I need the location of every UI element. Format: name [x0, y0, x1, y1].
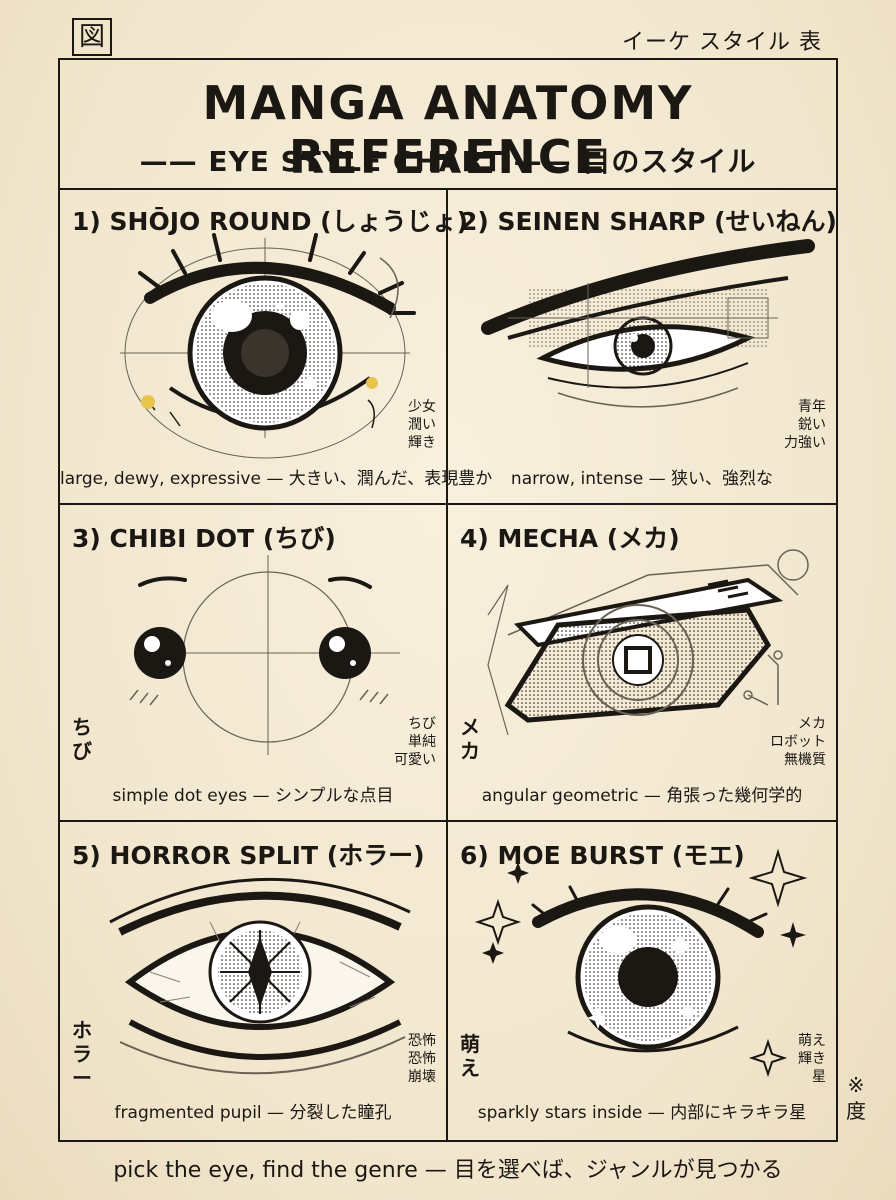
seinen-eye-illustration — [481, 239, 815, 408]
side-note: ちび — [408, 716, 436, 732]
cell-shojo: 1) SHŌJO ROUND (しょうじょ) 少女 潤い 輝き large, d… — [60, 188, 493, 505]
page-subtitle: —— EYE STYLE CHART —— 目のスタイル — [139, 145, 757, 178]
side-char: メ — [460, 715, 480, 739]
cell-title-horror: 5) HORROR SPLIT (ホラー) — [72, 841, 425, 870]
footer-tagline: pick the eye, find the genre — 目を選べば、ジャン… — [113, 1158, 783, 1183]
side-note: 鋭い — [798, 417, 826, 433]
cell-title-chibi: 3) CHIBI DOT (ちび) — [72, 524, 336, 553]
side-notes-mecha: メカ ロボット 無機質 — [770, 715, 826, 769]
side-note: 恐怖 — [408, 1051, 436, 1067]
side-char: え — [460, 1056, 480, 1080]
moe-eye-illustration — [474, 848, 808, 1078]
side-note: 星 — [812, 1069, 826, 1085]
cell-title-mecha: 4) MECHA (メカ) — [460, 524, 680, 553]
caption-horror: fragmented pupil — 分裂した瞳孔 — [114, 1103, 392, 1123]
horror-eye-illustration — [109, 877, 411, 1075]
side-note: メカ — [798, 716, 826, 732]
cell-seinen: 2) SEINEN SHARP (せいねん) 青年 鋭い 力強い narrow,… — [448, 188, 837, 505]
caption-moe: sparkly stars inside — 内部にキラキラ星 — [477, 1103, 807, 1123]
side-notes-seinen: 青年 鋭い 力強い — [784, 398, 826, 452]
side-note: 可愛い — [394, 752, 436, 768]
caption-shojo: large, dewy, expressive — 大きい、潤んだ、表現豊か — [60, 469, 493, 489]
side-note: 無機質 — [784, 752, 826, 768]
chart-frame: MANGA ANATOMY REFERENCE —— EYE STYLE CHA… — [58, 58, 838, 1142]
side-char: 萌 — [460, 1032, 480, 1056]
side-note: 恐怖 — [408, 1033, 436, 1049]
side-note: 力強い — [784, 435, 826, 451]
side-char: ー — [72, 1066, 92, 1090]
cell-chibi: 3) CHIBI DOT (ちび) ち び ちび 単純 可愛い simple d… — [60, 505, 448, 822]
side-label-chibi: ち び — [70, 715, 94, 763]
caption-mecha: angular geometric — 角張った幾何学的 — [481, 786, 803, 806]
side-note: 青年 — [798, 399, 826, 415]
header: MANGA ANATOMY REFERENCE —— EYE STYLE CHA… — [60, 60, 836, 190]
side-note: 崩壊 — [408, 1069, 436, 1085]
side-note: 少女 — [408, 399, 436, 415]
side-note: 単純 — [408, 734, 436, 750]
side-label-horror: ホ ラ ー — [70, 1018, 94, 1090]
mecha-eye-illustration — [487, 549, 809, 736]
side-note: 萌え — [798, 1033, 826, 1049]
side-char: ち — [72, 715, 92, 739]
cell-horror: 5) HORROR SPLIT (ホラー) ホ ラ ー 恐怖 恐怖 崩壊 fra… — [60, 822, 448, 1140]
caption-seinen: narrow, intense — 狭い、強烈な — [510, 469, 774, 489]
side-notes-moe: 萌え 輝き 星 — [798, 1032, 826, 1086]
side-char: カ — [460, 739, 480, 763]
side-note: 輝き — [798, 1051, 826, 1067]
side-note: 潤い — [408, 417, 436, 433]
side-char: び — [72, 739, 92, 763]
side-label-mecha: メ カ — [458, 715, 482, 763]
corner-stamp: 図 — [72, 18, 112, 56]
side-note: 輝き — [408, 435, 436, 451]
page-title: MANGA ANATOMY REFERENCE — [202, 76, 694, 184]
side-char: ホ — [72, 1018, 92, 1042]
side-note: ロボット — [770, 734, 826, 750]
side-label-moe: 萌 え — [458, 1032, 482, 1080]
side-notes-shojo: 少女 潤い 輝き — [408, 398, 436, 452]
top-note: イーケ スタイル 表 — [622, 30, 822, 55]
asterisk-note: ※ 度 — [844, 1072, 868, 1124]
asterisk-char: 度 — [846, 1099, 866, 1123]
side-char: ラ — [72, 1042, 92, 1066]
asterisk-mark: ※ — [847, 1073, 865, 1097]
shojo-eye-illustration — [120, 233, 416, 459]
cell-title-shojo: 1) SHŌJO ROUND (しょうじょ) — [72, 207, 468, 236]
cell-mecha: 4) MECHA (メカ) メ カ メカ ロボット 無機質 angular ge… — [448, 505, 836, 822]
cell-title-seinen: 2) SEINEN SHARP (せいねん) — [460, 207, 837, 236]
chibi-eye-illustration — [129, 555, 400, 755]
cell-title-moe: 6) MOE BURST (モエ) — [460, 841, 745, 870]
caption-chibi: simple dot eyes — シンプルな点目 — [112, 786, 394, 806]
cell-moe: 6) MOE BURST (モエ) 萌 え 萌え 輝き 星 sparkly st… — [448, 822, 836, 1140]
side-notes-horror: 恐怖 恐怖 崩壊 — [408, 1032, 436, 1086]
side-notes-chibi: ちび 単純 可愛い — [394, 715, 436, 769]
eye-style-grid: 1) SHŌJO ROUND (しょうじょ) 少女 潤い 輝き large, d… — [60, 188, 837, 1140]
